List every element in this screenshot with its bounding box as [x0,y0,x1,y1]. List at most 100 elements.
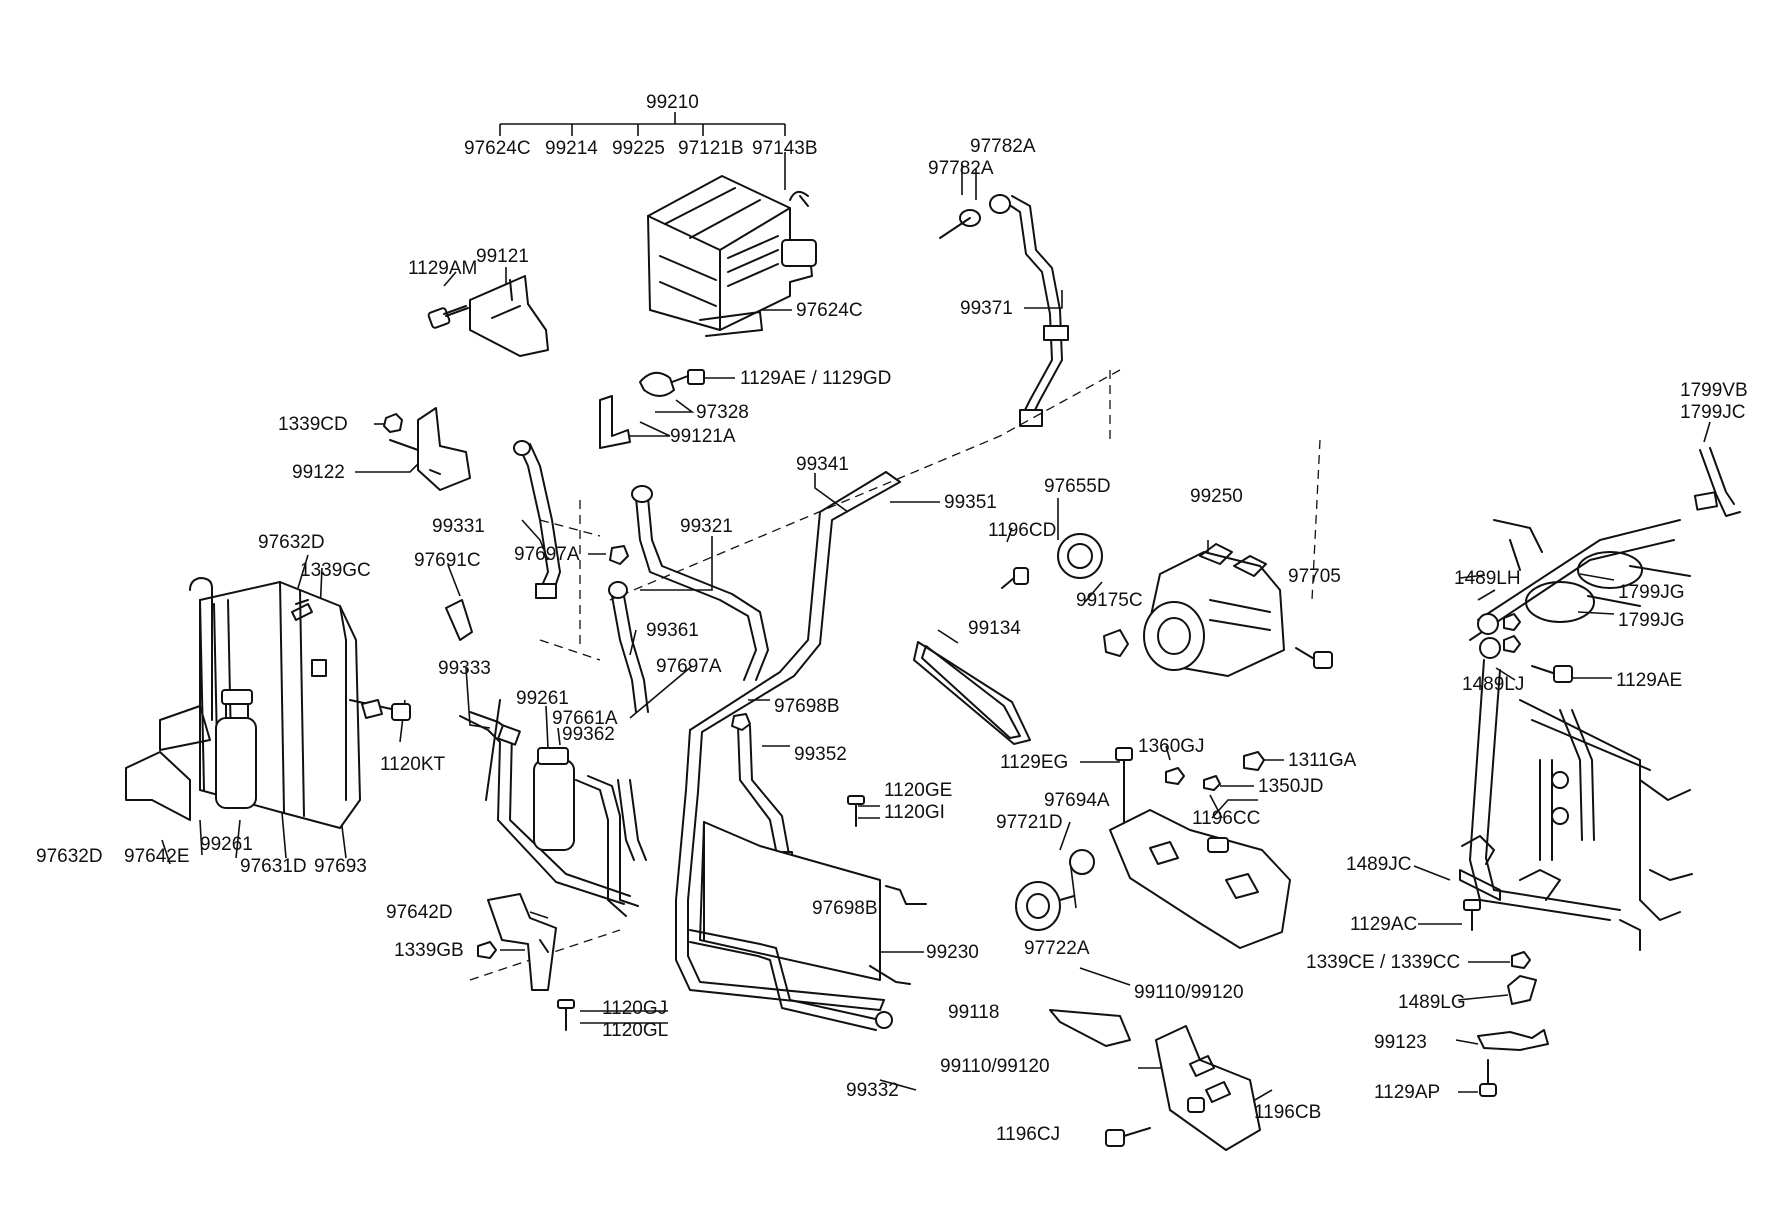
part-label-1799jg-b: 1799JG [1618,610,1685,631]
part-label-99121a: 99121A [670,426,736,447]
part-label-97698b-b: 97698B [812,898,878,919]
part-label-99321: 99321 [680,516,733,537]
part-label-1120gi: 1120GI [884,802,945,823]
part-label-1489jc: 1489JC [1346,854,1412,875]
part-label-99333: 99333 [438,658,491,679]
part-label-1489lj: 1489LJ [1462,674,1524,695]
part-label-99261-b: 99261 [200,834,253,855]
part-label-99134: 99134 [968,618,1021,639]
straps-1799-drawing [1525,447,1741,623]
part-label-97661a: 97661A [552,708,618,729]
part-label-1129eg: 1129EG [1000,752,1068,773]
bolt-1120ge-drawing [847,795,865,827]
part-label-99210: 99210 [646,92,699,113]
part-label-1339gb: 1339GB [394,940,464,961]
pipe-99371-drawing [939,194,1069,427]
part-label-97624c: 97624C [796,300,863,321]
part-label-99332: 99332 [846,1080,899,1101]
mount-bracket-99110-drawing [1015,747,1291,949]
part-label-99175c: 99175C [1076,590,1143,611]
clamp-97328-drawing [599,369,705,449]
part-label-1799vb: 1799VB [1680,380,1748,401]
part-label-97782a-b: 97782A [928,158,994,179]
receiver-drier-99261-left-drawing [215,689,257,809]
hose-99361-drawing [608,545,649,713]
bolt-1120gj-drawing [557,999,575,1031]
drive-belt-99134-drawing [913,641,1031,745]
bolt-1120kt-drawing [349,699,411,721]
part-label-99371: 99371 [960,298,1013,319]
part-label-1350jd: 1350JD [1258,776,1324,797]
pipe-99333-drawing [459,699,631,905]
small-hardware-right-drawing [1461,835,1549,1097]
pipe-99362-drawing [617,779,647,861]
part-label-1339ce-1339cc: 1339CE / 1339CC [1306,952,1460,973]
part-label-99261-a: 99261 [516,688,569,709]
part-label-1196cc: 1196CC [1192,808,1260,829]
part-label-97698b-a: 97698B [774,696,840,717]
bolt-1129am-drawing [443,305,467,315]
part-label-99118: 99118 [948,1002,999,1023]
part-label-97642d: 97642D [386,902,453,923]
part-label-1196cb: 1196CB [1254,1102,1321,1123]
part-label-99352: 99352 [794,744,847,765]
part-label-97328: 97328 [696,402,749,423]
part-label-1360gj: 1360GJ [1138,736,1205,757]
part-label-1120gl: 1120GL [602,1020,668,1041]
part-label-1339gc: 1339GC [300,560,371,581]
callout-labels: 99210 97624C 99214 99225 97121B 97143B 9… [36,92,1748,1145]
part-label-1799jg-a: 1799JG [1618,582,1685,603]
part-label-97693: 97693 [314,856,367,877]
right-side-frame-drawing [1459,519,1693,951]
bracket-99122-drawing [383,407,471,491]
part-label-99362: 99362 [562,724,615,745]
part-label-97694a: 97694A [1044,790,1110,811]
part-label-97691c: 97691C [414,550,481,571]
pipes-99341-99351-drawing [675,471,901,1011]
part-label-99123: 99123 [1374,1032,1427,1053]
part-label-1129ac: 1129AC [1350,914,1417,935]
brackets-97632d-97642e-drawing [125,751,191,821]
part-label-97697a-a: 97697A [514,544,580,565]
part-label-99110-99120-a: 99110/99120 [1134,982,1244,1003]
part-label-99225: 99225 [612,138,665,159]
receiver-drier-99261-drawing [533,747,639,917]
part-label-97642e: 97642E [124,846,190,867]
part-label-1196cd: 1196CD [988,520,1056,541]
part-label-1120kt: 1120KT [380,754,446,775]
bracket-97642d-drawing [477,893,557,991]
part-label-99331: 99331 [432,516,485,537]
compressor-99250-drawing [1143,543,1285,677]
part-label-97631d: 97631D [240,856,307,877]
parts-artwork [125,175,1741,1151]
hose-99331-drawing [513,440,561,599]
part-label-97782a-a: 97782A [970,136,1036,157]
part-label-1799jc: 1799JC [1680,402,1746,423]
part-label-1129ae-1129gd: 1129AE / 1129GD [740,368,891,389]
part-label-97624c-top: 97624C [464,138,531,159]
part-label-97121b: 97121B [678,138,744,159]
part-label-99122: 99122 [292,462,345,483]
clamps-1489-drawing [1477,613,1573,683]
part-label-99351: 99351 [944,492,997,513]
part-label-1129ap: 1129AP [1374,1082,1440,1103]
part-label-1489lg: 1489LG [1398,992,1466,1013]
washer-99175c-drawing [1103,629,1129,657]
part-label-1339cd: 1339CD [278,414,348,435]
part-label-97722a: 97722A [1024,938,1090,959]
pulley-97655d-drawing [1001,533,1103,589]
bracket-99121-drawing [427,275,549,357]
bracket-97691c-drawing [445,599,473,641]
pipe-99321-drawing [631,485,769,681]
bracket-99118-drawing [1049,1009,1261,1151]
part-label-97143b: 97143B [752,138,818,159]
pipe-99332-drawing [689,929,893,1031]
part-label-1129ae-right: 1129AE [1616,670,1682,691]
part-label-97705: 97705 [1288,566,1341,587]
part-label-99214: 99214 [545,138,598,159]
part-label-97697a-b: 97697A [656,656,722,677]
part-label-97632d-bottom: 97632D [36,846,103,867]
part-label-97721d: 97721D [996,812,1063,833]
part-label-97632d-top: 97632D [258,532,325,553]
